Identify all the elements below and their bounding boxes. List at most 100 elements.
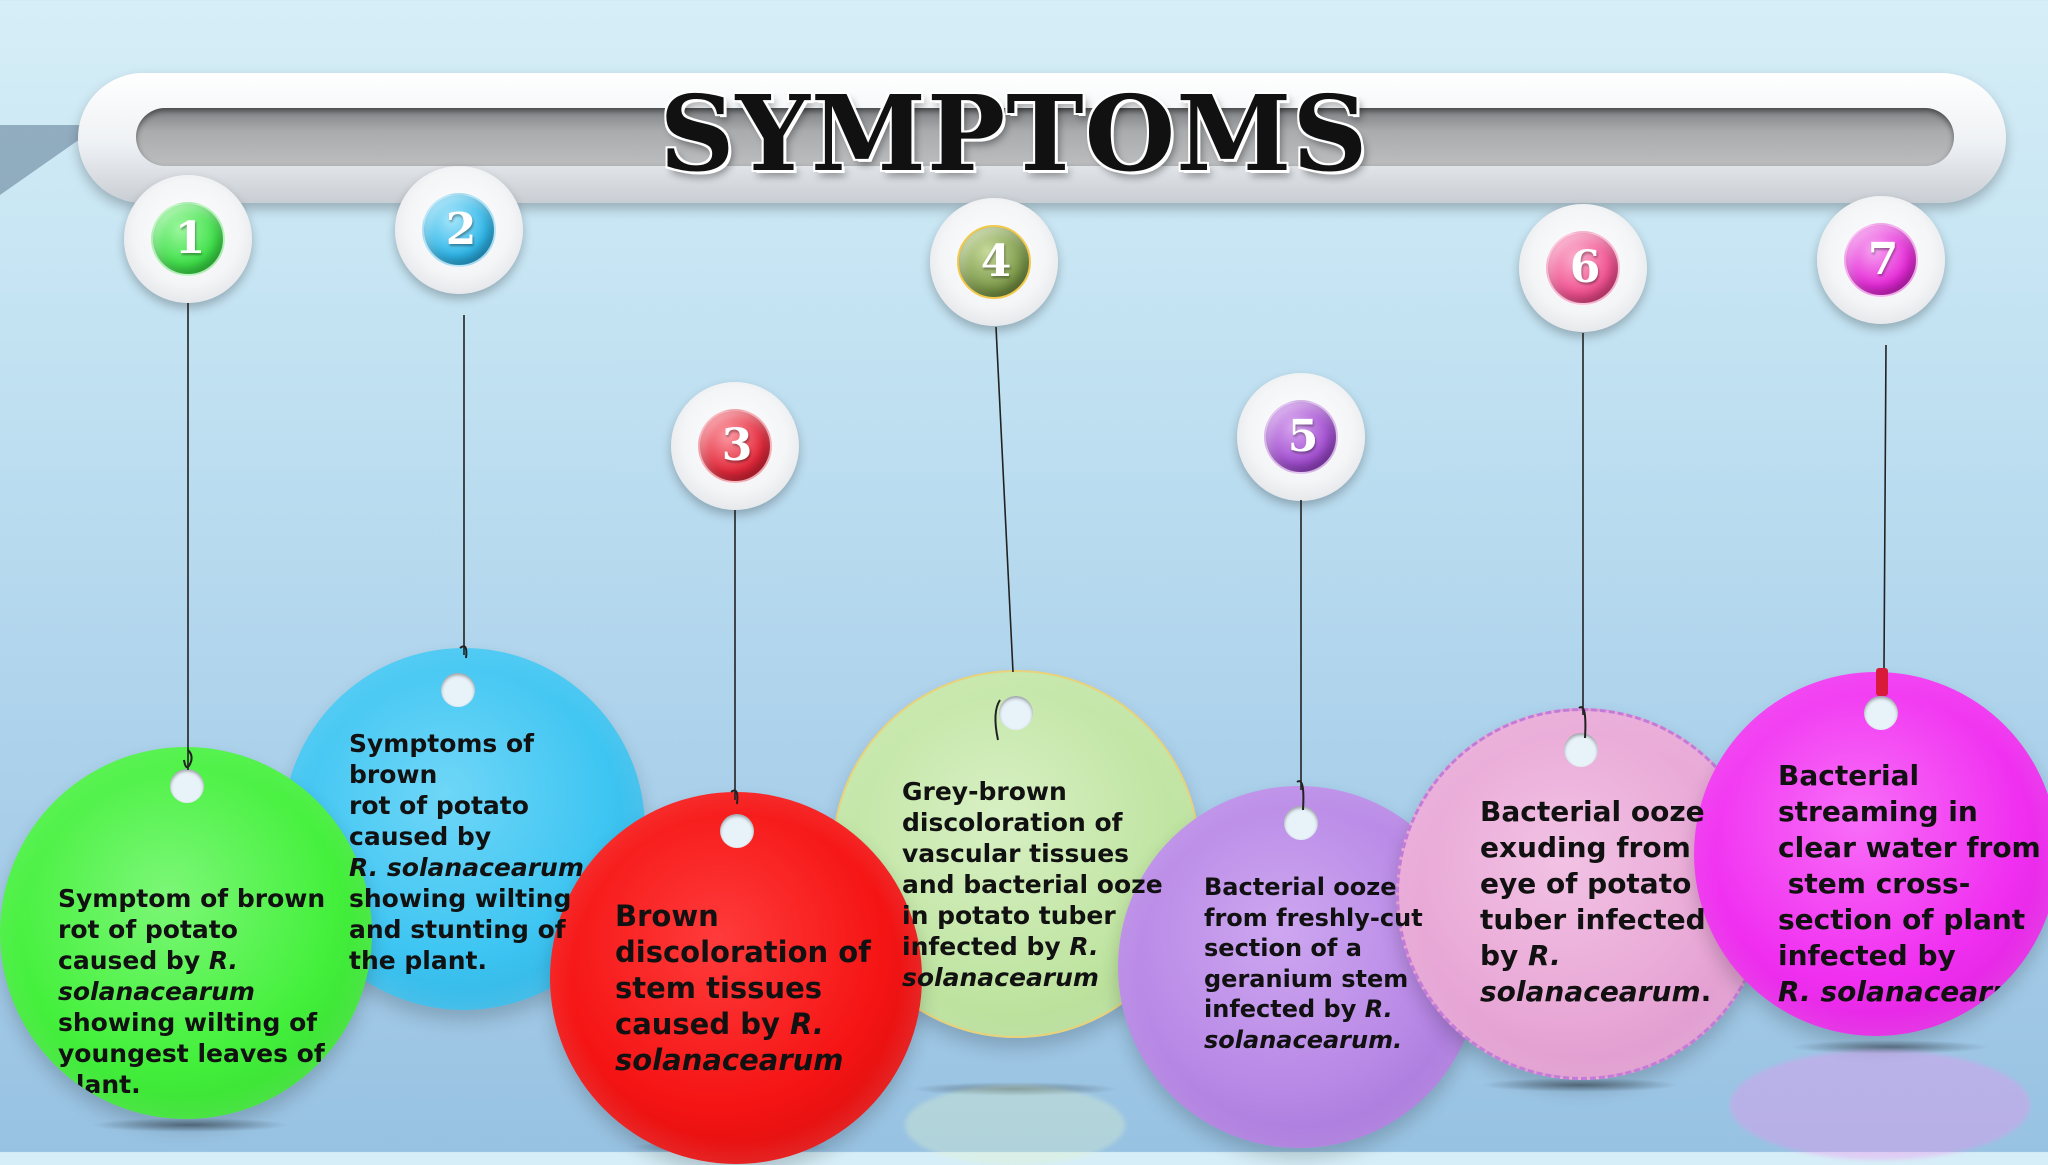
- tag-2-line-5: R. solanacearum: [349, 853, 584, 882]
- tag-hole-7: [1864, 696, 1898, 730]
- tag-hole-4: [999, 696, 1033, 730]
- badge-dot-4: 4: [957, 225, 1031, 299]
- tag-2-line-7: and stunting of: [349, 915, 566, 944]
- tag-4-line-6: infected by R.: [902, 932, 1099, 961]
- tag-7-line-1: Bacterial: [1778, 759, 1920, 792]
- hook-4: [994, 699, 1001, 741]
- badge-5: 5: [1237, 373, 1365, 501]
- tag-1-line-4: solanacearum: [58, 977, 255, 1006]
- tag-7-line-4: stem cross-: [1778, 867, 1971, 900]
- tag-shadow-1: [90, 1118, 290, 1132]
- badge-dot-7: 7: [1844, 223, 1918, 297]
- badge-4: 4: [930, 198, 1058, 326]
- tag-shadow-7: [1790, 1040, 1990, 1054]
- badge-number-3: 3: [721, 420, 753, 471]
- badge-dot-5: 5: [1264, 400, 1338, 474]
- tag-2-line-6: showing wilting: [349, 884, 572, 913]
- tag-6-line-6: solanacearum.: [1480, 975, 1712, 1008]
- tag-text-5: Bacterial ooze from freshly-cut section …: [1204, 872, 1423, 1055]
- tag-3: Brown discoloration of stem tissues caus…: [550, 792, 922, 1164]
- tag-3-line-3: stem tissues: [615, 971, 823, 1005]
- badge-dot-1: 1: [151, 202, 225, 276]
- tag-4-line-7: solanacearum: [902, 963, 1099, 992]
- badge-number-5: 5: [1287, 411, 1319, 462]
- tag-text-6: Bacterial ooze exuding from eye of potat…: [1480, 794, 1711, 1010]
- hook-2: [459, 645, 468, 659]
- tag-4-line-1: Grey-brown: [902, 777, 1067, 806]
- tag-5-line-1: Bacterial ooze: [1204, 873, 1397, 901]
- tag-4-line-3: vascular tissues: [902, 839, 1130, 868]
- badge-number-1: 1: [174, 213, 206, 264]
- page-title: SYMPTOMS: [659, 72, 1369, 195]
- tag-hole-1: [170, 769, 204, 803]
- tag-shadow-4: [910, 1082, 1120, 1096]
- tag-hole-5: [1284, 806, 1318, 840]
- tag-2-line-1: Symptoms of: [349, 729, 535, 758]
- tag-4-line-2: discoloration of: [902, 808, 1123, 837]
- tag-4-line-4: and bacterial ooze: [902, 870, 1163, 899]
- tag-7: Bacterial streaming in clear water from …: [1694, 672, 2048, 1036]
- tag-5-line-4: geranium stem: [1204, 964, 1409, 993]
- tag-5-line-5: infected by R.: [1204, 995, 1393, 1023]
- tag-hole-3: [720, 814, 754, 848]
- tag-3-line-2: discoloration of: [615, 935, 871, 969]
- badge-number-6: 6: [1569, 242, 1601, 293]
- red-clip: [1876, 668, 1888, 696]
- tag-5-line-2: from freshly-cut: [1204, 903, 1423, 932]
- tag-6-line-5: by R.: [1480, 939, 1561, 972]
- tag-7-line-2: streaming in: [1778, 795, 1978, 828]
- tag-hole-2: [441, 673, 475, 707]
- tag-reflection-7: [1730, 1050, 2030, 1160]
- title-bar-groove: [136, 108, 1954, 166]
- tag-1-line-3: caused by R.: [58, 946, 239, 975]
- tag-text-2: Symptoms of brown rot of potato caused b…: [349, 728, 584, 976]
- tag-5-line-3: section of a: [1204, 934, 1362, 962]
- tag-5-line-6: solanacearum.: [1204, 1025, 1403, 1054]
- tag-text-4: Grey-brown discoloration of vascular tis…: [902, 776, 1163, 993]
- tag-7-line-3: clear water from: [1778, 831, 2041, 864]
- tag-6-line-4: tuber infected: [1480, 903, 1706, 936]
- tag-3-line-5: solanacearum: [615, 1043, 844, 1077]
- tag-2-line-8: the plant.: [349, 946, 487, 975]
- tag-7-line-7: R. solanacearum.: [1778, 975, 2048, 1008]
- tag-hole-6: [1564, 733, 1598, 767]
- tag-text-3: Brown discoloration of stem tissues caus…: [615, 898, 871, 1078]
- hook-5: [1296, 780, 1305, 811]
- string-7: [1883, 344, 1887, 669]
- badge-7: 7: [1817, 196, 1945, 324]
- tag-text-7: Bacterial streaming in clear water from …: [1778, 758, 2048, 1010]
- badge-3: 3: [671, 382, 799, 510]
- badge-1: 1: [124, 175, 252, 303]
- tag-6-line-1: Bacterial ooze: [1480, 795, 1705, 828]
- tag-text-1: Symptom of brown rot of potato caused by…: [58, 883, 325, 1100]
- tag-7-line-6: infected by: [1778, 939, 1956, 972]
- badge-dot-6: 6: [1546, 231, 1620, 305]
- tag-4-line-5: in potato tuber: [902, 901, 1116, 930]
- tag-1-line-7: plant.: [58, 1070, 141, 1099]
- badge-dot-2: 2: [422, 193, 496, 267]
- hook-1: [183, 749, 193, 769]
- badge-number-2: 2: [445, 204, 477, 255]
- tag-6-line-3: eye of potato: [1480, 867, 1692, 900]
- tag-1-line-2: rot of potato: [58, 915, 238, 944]
- string-4: [995, 326, 1014, 673]
- badge-2: 2: [395, 166, 523, 294]
- badge-number-4: 4: [980, 236, 1012, 287]
- tag-1-line-6: youngest leaves of: [58, 1039, 325, 1068]
- tag-2-line-4: caused by: [349, 822, 492, 851]
- tag-1: Symptom of brown rot of potato caused by…: [0, 747, 372, 1119]
- badge-dot-3: 3: [698, 409, 772, 483]
- tag-7-line-5: section of plant: [1778, 903, 2026, 936]
- hook-3: [730, 789, 739, 805]
- tag-1-line-5: showing wilting of: [58, 1008, 318, 1037]
- hook-6: [1578, 706, 1587, 739]
- tag-3-line-1: Brown: [615, 899, 719, 933]
- tag-6: Bacterial ooze exuding from eye of potat…: [1396, 708, 1768, 1080]
- badge-number-7: 7: [1867, 234, 1899, 285]
- tag-shadow-6: [1480, 1078, 1680, 1092]
- tag-2-line-2: brown: [349, 760, 438, 789]
- tag-1-line-1: Symptom of brown: [58, 884, 326, 913]
- tag-6-line-2: exuding from: [1480, 831, 1691, 864]
